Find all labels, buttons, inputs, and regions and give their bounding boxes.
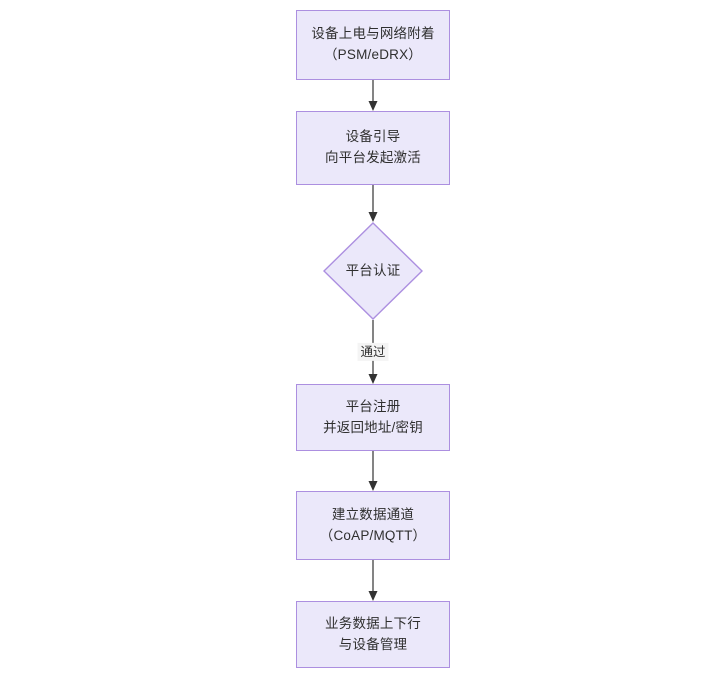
node-line-1: 平台注册 — [345, 398, 401, 414]
connector-n1-n2 — [368, 80, 378, 111]
node-line-1: 设备上电与网络附着 — [311, 26, 435, 42]
node-line-1: 设备引导 — [345, 129, 401, 145]
node-device-bootstrap[interactable]: 设备引导 向平台发起激活 — [296, 111, 450, 185]
node-line-2: （PSM/eDRX） — [323, 47, 423, 62]
node-line-1: 业务数据上下行 — [325, 615, 421, 631]
node-line-1: 平台认证 — [345, 262, 401, 278]
node-business-data-and-device-management[interactable]: 业务数据上下行 与设备管理 — [296, 601, 450, 668]
connector-n4-n5 — [368, 451, 378, 491]
connector-n5-n6 — [368, 560, 378, 601]
node-establish-data-channel[interactable]: 建立数据通道 （CoAP/MQTT） — [296, 491, 450, 560]
diamond-shape — [323, 222, 423, 320]
node-line-2: 并返回地址/密钥 — [323, 419, 423, 435]
node-line-2: （CoAP/MQTT） — [319, 527, 427, 543]
node-platform-registration[interactable]: 平台注册 并返回地址/密钥 — [296, 384, 450, 451]
node-device-power-on[interactable]: 设备上电与网络附着 （PSM/eDRX） — [296, 10, 450, 80]
edge-label-pass: 通过 — [357, 342, 389, 362]
node-platform-auth-decision[interactable]: 平台认证 — [323, 222, 423, 320]
connector-n2-n3 — [368, 185, 378, 222]
node-line-2: 向平台发起激活 — [325, 150, 421, 165]
node-line-1: 建立数据通道 — [331, 506, 415, 522]
node-line-2: 与设备管理 — [338, 636, 408, 652]
